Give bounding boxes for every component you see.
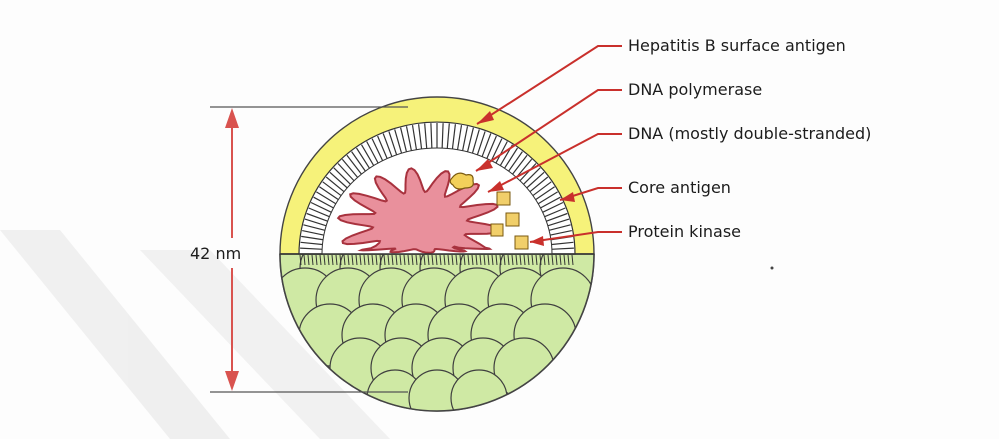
protein-kinase-square	[497, 192, 510, 205]
label-dna-polymerase: DNA polymerase	[628, 80, 762, 99]
labels: Hepatitis B surface antigen DNA polymera…	[628, 36, 871, 241]
dimension-arrowhead-up	[225, 108, 239, 128]
size-label: 42 nm	[190, 244, 241, 263]
dimension-arrowhead-down	[225, 371, 239, 391]
label-protein-kinase: Protein kinase	[628, 222, 741, 241]
label-surface-antigen: Hepatitis B surface antigen	[628, 36, 846, 55]
protein-kinase-square	[506, 213, 519, 226]
protein-kinase-square	[515, 236, 528, 249]
label-core-antigen: Core antigen	[628, 178, 731, 197]
label-dna: DNA (mostly double-stranded)	[628, 124, 871, 143]
dna-polymerase-particle	[450, 173, 473, 189]
speck	[771, 267, 774, 270]
protein-kinase-square	[491, 224, 503, 236]
